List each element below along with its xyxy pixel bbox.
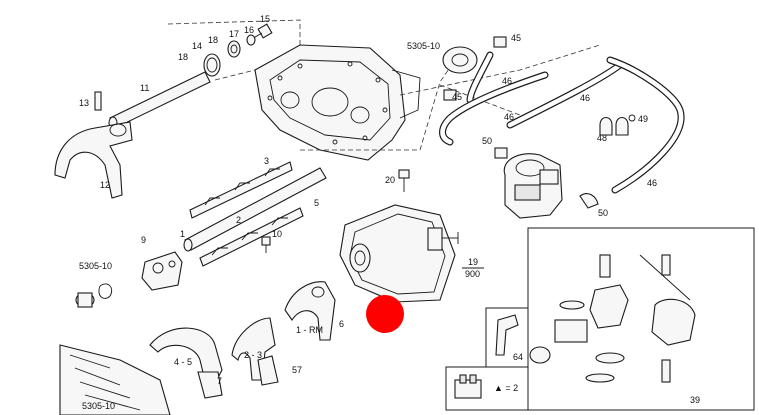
pin-13: [94, 91, 102, 111]
callout-labels: 15 17 16 14 18 18 11 13 12 5305-10 45 45…: [79, 14, 700, 411]
callout-20: 20: [385, 175, 395, 185]
callout-57: 57: [292, 365, 302, 375]
callout-14: 14: [192, 41, 202, 51]
callout-key-triangle-2: ▲ = 2: [494, 383, 518, 393]
callout-1-rm: 1 - RM: [296, 325, 323, 335]
callout-2: 2: [236, 215, 241, 225]
callout-17: 17: [229, 29, 239, 39]
lower-housing: [59, 344, 171, 415]
bolt-15: [249, 23, 273, 41]
fitting-50-a: [494, 147, 508, 159]
callout-18-a: 18: [208, 35, 218, 45]
callout-50-a: 50: [482, 136, 492, 146]
callout-46-d: 46: [647, 178, 657, 188]
callout-64: 64: [513, 352, 523, 362]
rail-5: [199, 207, 304, 267]
callout-7: 7: [217, 376, 222, 386]
callout-1: 1: [180, 229, 185, 239]
callout-16: 16: [244, 25, 254, 35]
seal-17: [227, 40, 241, 58]
shift-fork-12: [54, 121, 133, 199]
shift-fork-2-3: [231, 317, 279, 386]
callout-900: 900: [465, 269, 480, 279]
sleeve-part: [75, 283, 113, 308]
bolt-10: [261, 236, 271, 253]
callout-46-b: 46: [580, 93, 590, 103]
hoses-46: [439, 51, 685, 194]
callout-50-b: 50: [598, 208, 608, 218]
fitting-45-top: [493, 36, 507, 48]
callout-39: 39: [690, 395, 700, 405]
valve-block-19: [339, 204, 459, 303]
ref-5305-10-top: 5305-10: [407, 41, 440, 51]
callout-9: 9: [141, 235, 146, 245]
inset-box-39: [527, 227, 755, 411]
callout-19: 19: [468, 257, 478, 267]
shift-fork-1-rm: [284, 281, 336, 341]
callout-46-a: 46: [502, 76, 512, 86]
ref-5305-10-bottom: 5305-10: [82, 401, 115, 411]
callout-5: 5: [314, 198, 319, 208]
callout-10: 10: [272, 229, 282, 239]
modulator-valve: [503, 153, 563, 219]
shaft-11: [108, 71, 211, 130]
callout-11: 11: [140, 83, 149, 93]
fitting-45-mid: [443, 89, 457, 101]
inset-box-key: [445, 366, 531, 411]
washer-16: [246, 34, 256, 46]
ring-18: [203, 53, 221, 77]
flange-5305: [442, 46, 478, 74]
callout-45-mid: 45: [452, 92, 462, 102]
callout-2-3: 2 - 3: [244, 350, 262, 360]
rail-3: [189, 161, 293, 219]
callout-6: 6: [339, 319, 344, 329]
callout-3: 3: [264, 156, 269, 166]
callout-4-5: 4 - 5: [174, 357, 192, 367]
cover-9: [141, 251, 183, 291]
clip-48-49: [599, 114, 636, 136]
red-marker-dot: [366, 295, 404, 333]
callout-13: 13: [79, 98, 89, 108]
inset-box-64: [485, 307, 529, 369]
callout-18-b: 18: [178, 52, 188, 62]
callout-45-top: 45: [511, 33, 521, 43]
shaft-1: [183, 167, 327, 252]
callout-49: 49: [638, 114, 648, 124]
callout-15: 15: [260, 14, 270, 24]
shift-fork-4-5: [149, 327, 223, 399]
gearbox-housing: [254, 44, 421, 161]
callout-46-c: 46: [504, 112, 514, 122]
fitting-50-b: [579, 193, 599, 209]
ref-5305-10-left: 5305-10: [79, 261, 112, 271]
callout-48: 48: [597, 133, 607, 143]
callout-12: 12: [100, 180, 110, 190]
bolt-20: [398, 169, 410, 192]
